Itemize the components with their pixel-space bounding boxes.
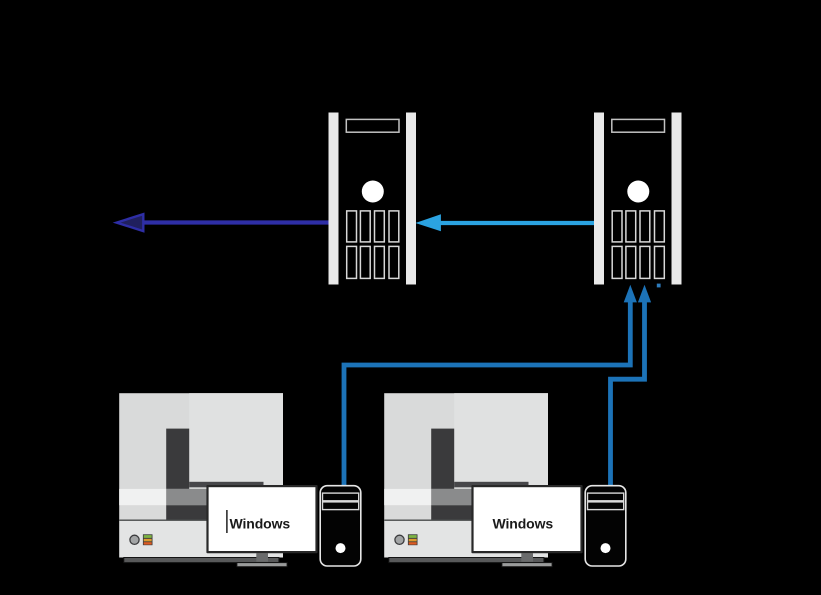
monitor-2-label: Windows	[493, 515, 554, 531]
tower-2-body	[584, 484, 627, 567]
instrument-2-power-icon	[394, 534, 405, 546]
tower-1-drive-bays	[321, 492, 360, 511]
server-right-rail-left	[594, 112, 604, 285]
monitor-1-caret	[226, 510, 228, 533]
cable-instrument-2	[608, 284, 652, 487]
instrument-1-dark-block	[166, 428, 190, 489]
server-right-button-icon	[627, 180, 650, 203]
cable-line-2	[608, 294, 647, 487]
arrow-navy-head-icon	[112, 212, 145, 233]
server-left-drive-slots	[345, 210, 400, 280]
cable-line-1	[341, 294, 633, 487]
instrument-2-dark-block	[431, 428, 455, 489]
cable-arrowhead-1-icon	[623, 284, 637, 303]
instrument-2-band-white	[384, 488, 432, 506]
arrow-navy-left	[112, 212, 329, 233]
server-left-rail-left	[328, 112, 339, 285]
cable-instrument-1	[341, 284, 637, 487]
server-left	[328, 112, 416, 285]
instrument-2-stripe-green	[408, 535, 417, 538]
instrument-1-stripe-orange	[143, 538, 152, 542]
tower-1-body	[319, 484, 362, 567]
workstation-tower-1	[319, 484, 362, 567]
instrument-2-divider	[384, 519, 548, 521]
monitor-2-neck	[521, 553, 533, 562]
instrument-1-power-icon	[129, 534, 140, 546]
tower-2-power-icon	[600, 543, 611, 554]
server-left-top-slot	[345, 118, 400, 133]
server-left-rail-right	[406, 112, 416, 285]
arrow-lightblue-head-icon	[415, 214, 441, 232]
instrument-2-panel-right	[454, 393, 548, 488]
instrument-1-stripe-red	[143, 542, 152, 545]
server-right-rail-right	[671, 112, 682, 285]
instrument-1-logo-icon	[142, 534, 153, 546]
cable-arrowhead-2-icon	[637, 284, 652, 303]
server-left-button-icon	[361, 180, 384, 203]
instrument-1-strip	[189, 481, 264, 488]
monitor-1-stand	[236, 562, 288, 568]
monitor-1-neck	[256, 553, 268, 562]
instrument-2-stripe-orange	[408, 538, 417, 542]
instrument-1-panel-right	[189, 393, 283, 488]
server-right-top-slot	[611, 118, 666, 133]
tower-2-drive-bays	[586, 492, 625, 511]
monitor-1-label: Windows	[230, 515, 291, 531]
tower-1-power-icon	[335, 543, 346, 554]
instrument-1-base	[123, 557, 280, 564]
instrument-1-stripe-green	[143, 535, 152, 538]
instrument-2-stripe-red	[408, 542, 417, 545]
server-right-drive-slots	[611, 210, 666, 280]
arrow-lightblue	[415, 214, 595, 232]
instrument-1-band-white	[119, 488, 167, 506]
monitor-2-screen	[473, 487, 581, 551]
monitor-1: Windows	[206, 485, 318, 568]
monitor-2: Windows	[471, 485, 583, 568]
monitor-2-stand	[501, 562, 553, 568]
blue-dot	[656, 283, 661, 288]
instrument-2-logo-icon	[407, 534, 418, 546]
instrument-1-divider	[119, 519, 283, 521]
workstation-tower-2	[584, 484, 627, 567]
instrument-2-base	[388, 557, 545, 564]
instrument-2	[384, 393, 548, 564]
instrument-2-strip	[454, 481, 529, 488]
server-right	[594, 112, 682, 285]
